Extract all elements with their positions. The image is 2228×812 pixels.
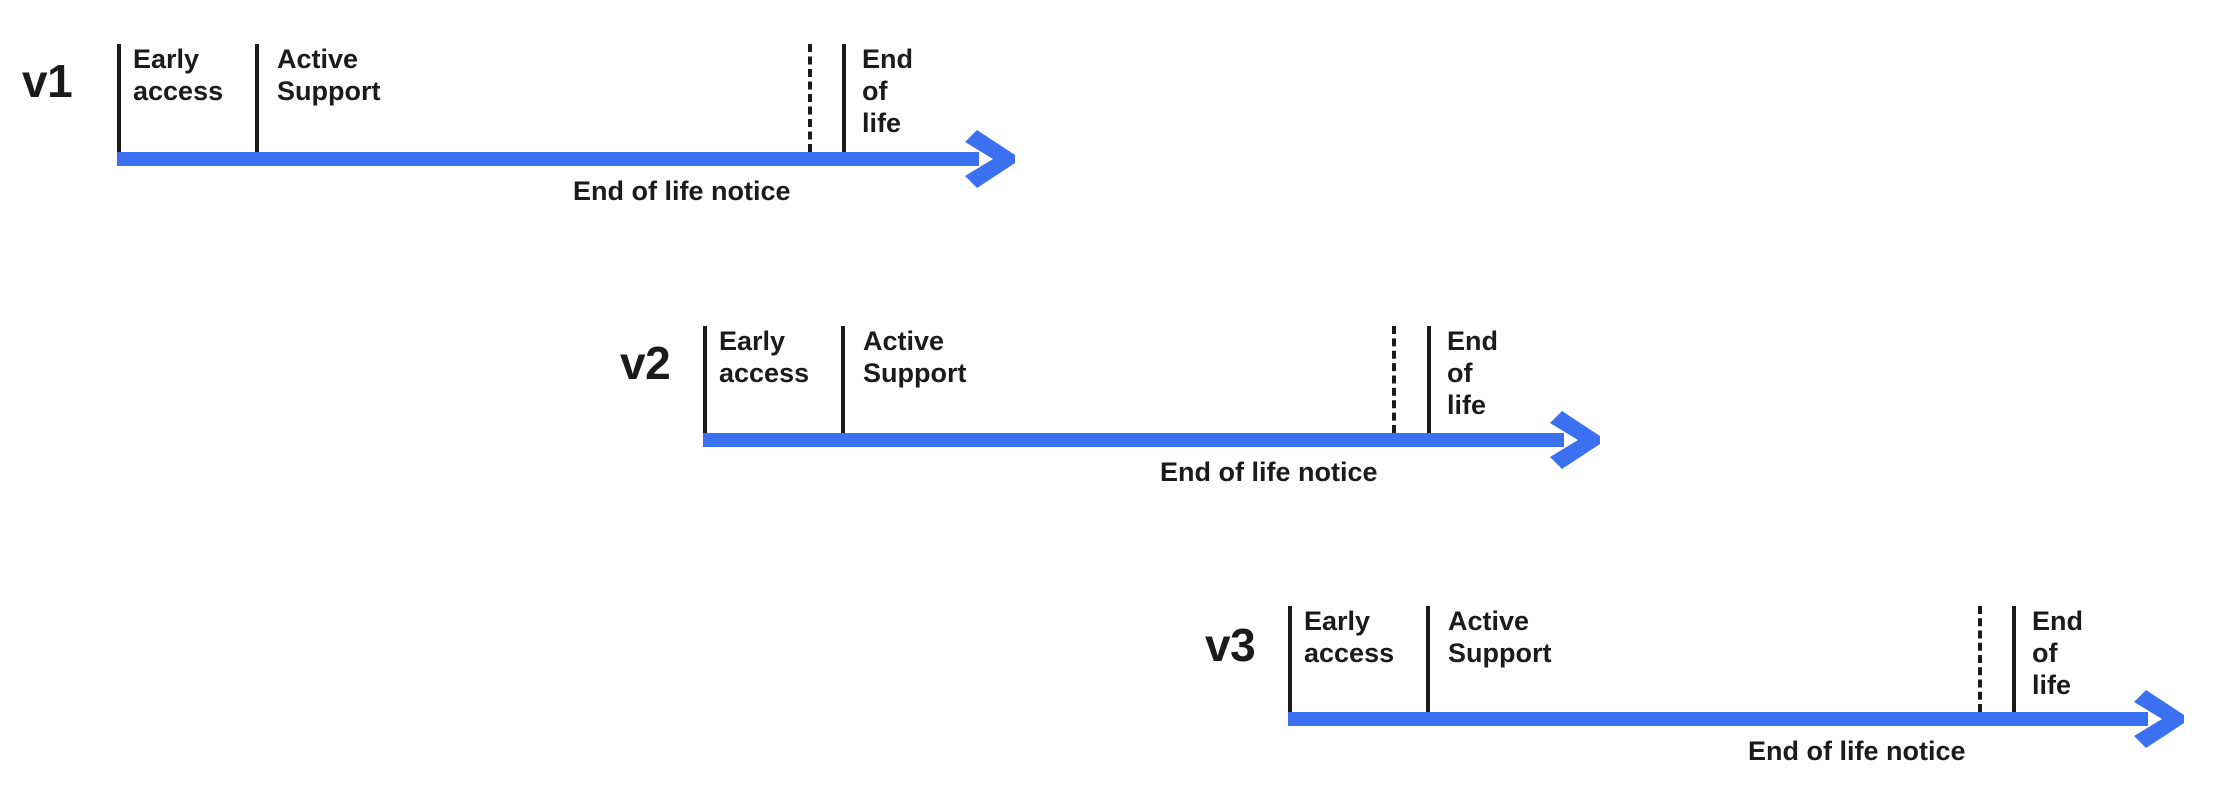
timeline-arrow-shaft bbox=[703, 433, 1564, 447]
phase-divider bbox=[1427, 326, 1431, 433]
end-of-life-notice-label: End of life notice bbox=[573, 176, 791, 206]
phase-divider bbox=[117, 44, 121, 152]
phase-divider bbox=[842, 44, 846, 152]
phase-label: Active Support bbox=[863, 326, 967, 388]
version-label-v1: v1 bbox=[22, 55, 73, 107]
phase-label: Early access bbox=[133, 44, 224, 106]
phase-divider bbox=[841, 326, 845, 433]
phase-label: End of life bbox=[2032, 606, 2083, 700]
end-of-life-notice-label: End of life notice bbox=[1748, 736, 1966, 766]
phase-divider-dashed bbox=[1392, 326, 1396, 433]
phase-label: Early access bbox=[1304, 606, 1395, 668]
phase-divider bbox=[1288, 606, 1292, 712]
timeline-arrow-head-icon bbox=[965, 130, 1015, 188]
phase-label: Active Support bbox=[277, 44, 381, 106]
phase-divider bbox=[255, 44, 259, 152]
phase-divider-dashed bbox=[1978, 606, 1982, 712]
phase-divider bbox=[2012, 606, 2016, 712]
timeline-arrow-head-icon bbox=[2134, 690, 2184, 748]
timeline-arrow-shaft bbox=[117, 152, 979, 166]
end-of-life-notice-label: End of life notice bbox=[1160, 457, 1378, 487]
version-label-v2: v2 bbox=[620, 337, 671, 389]
phase-label: End of life bbox=[1447, 326, 1498, 420]
timeline-arrow-shaft bbox=[1288, 712, 2148, 726]
phase-label: End of life bbox=[862, 44, 913, 138]
phase-divider bbox=[1426, 606, 1430, 712]
version-label-v3: v3 bbox=[1205, 619, 1256, 671]
phase-label: Early access bbox=[719, 326, 810, 388]
phase-divider-dashed bbox=[808, 44, 812, 152]
phase-divider bbox=[703, 326, 707, 433]
timeline-arrow-head-icon bbox=[1550, 411, 1600, 469]
phase-label: Active Support bbox=[1448, 606, 1552, 668]
